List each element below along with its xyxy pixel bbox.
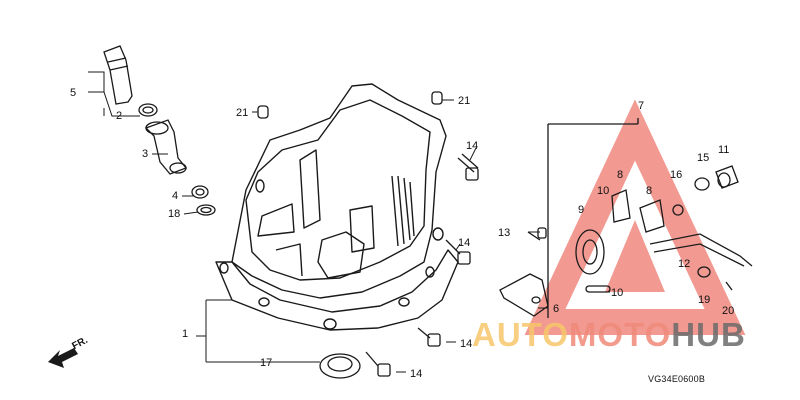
watermark-part3: HUB bbox=[671, 316, 746, 353]
callout-6: 6 bbox=[553, 303, 560, 315]
callout-10-top: 10 bbox=[597, 185, 610, 197]
dowel-pins bbox=[257, 91, 443, 119]
callout-16: 16 bbox=[670, 169, 683, 181]
callout-18: 18 bbox=[168, 208, 181, 220]
dipstick-assembly bbox=[103, 45, 216, 216]
callout-3: 3 bbox=[142, 148, 149, 160]
callout-11: 11 bbox=[718, 144, 730, 156]
callout-5: 5 bbox=[70, 87, 77, 99]
callout-15: 15 bbox=[697, 152, 710, 164]
watermark-part1: AUTO bbox=[472, 316, 569, 353]
crankcase-cover bbox=[215, 83, 459, 331]
watermark-part2: MOTO bbox=[568, 316, 672, 353]
callout-14-top: 14 bbox=[466, 140, 479, 152]
watermark-triangle bbox=[524, 99, 746, 335]
callout-14-bottom: 14 bbox=[410, 368, 423, 380]
diagram-code: VG34E0600B bbox=[648, 374, 706, 384]
front-direction-arrow bbox=[48, 348, 78, 368]
callout-14-lower: 14 bbox=[460, 338, 473, 350]
leader-lines bbox=[88, 71, 610, 373]
governor-assembly bbox=[499, 118, 753, 318]
callout-13: 13 bbox=[498, 227, 511, 239]
callout-12: 12 bbox=[678, 258, 691, 270]
callout-8-right: 8 bbox=[646, 185, 653, 197]
oil-seal bbox=[319, 353, 361, 379]
callout-20: 20 bbox=[722, 305, 735, 317]
callout-21-left: 21 bbox=[236, 107, 249, 119]
watermark-logo: AUTOMOTOHUB bbox=[472, 316, 746, 354]
callout-1: 1 bbox=[182, 328, 189, 340]
callout-19: 19 bbox=[698, 294, 711, 306]
callout-21-right: 21 bbox=[458, 95, 471, 107]
callout-8-top: 8 bbox=[617, 169, 624, 181]
callout-9: 9 bbox=[578, 204, 585, 216]
callout-7: 7 bbox=[638, 100, 645, 112]
callout-4: 4 bbox=[172, 190, 179, 202]
callout-2: 2 bbox=[116, 110, 123, 122]
bolts bbox=[365, 153, 479, 377]
callout-10-bottom: 10 bbox=[611, 287, 624, 299]
callout-14-mid: 14 bbox=[458, 237, 471, 249]
callout-17: 17 bbox=[260, 357, 273, 369]
